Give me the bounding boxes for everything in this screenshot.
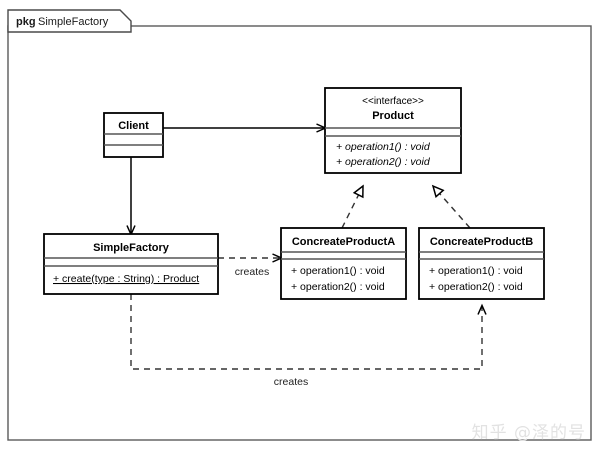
class-client[interactable]: Client xyxy=(103,112,164,158)
class-concreateproductb-operation: + operation2() : void xyxy=(429,281,523,293)
class-simplefactory-name: SimpleFactory xyxy=(93,242,170,254)
class-concreateproductb-operation: + operation1() : void xyxy=(429,265,523,277)
watermark: 知乎 @泽的号 xyxy=(471,423,586,443)
class-simplefactory[interactable]: SimpleFactory + create(type : String) : … xyxy=(43,233,219,295)
class-concreateproducta-operation: + operation2() : void xyxy=(291,281,385,293)
class-product-stereotype: <<interface>> xyxy=(362,96,424,107)
class-concreateproducta[interactable]: ConcreateProductA + operation1() : void … xyxy=(280,227,407,300)
edge-factory-creates-productb: creates xyxy=(130,294,487,388)
edge-line xyxy=(130,294,487,370)
class-concreateproductb[interactable]: ConcreateProductB + operation1() : void … xyxy=(418,227,545,300)
class-concreateproducta-operation: + operation1() : void xyxy=(291,265,385,277)
class-product-operation: + operation1() : void xyxy=(336,141,431,153)
edge-label-creates-b: creates xyxy=(274,376,308,388)
class-product-operation: + operation2() : void xyxy=(336,156,431,168)
edge-productb-realizes-product xyxy=(431,184,471,229)
edge-factory-creates-producta: creates xyxy=(218,253,284,278)
class-concreateproducta-name: ConcreateProductA xyxy=(292,236,395,248)
package-keyword: pkg xyxy=(16,16,36,28)
class-concreateproductb-name: ConcreateProductB xyxy=(430,236,533,248)
edge-line xyxy=(341,184,364,229)
class-simplefactory-operation: + create(type : String) : Product xyxy=(53,273,199,285)
edge-label-creates-a: creates xyxy=(235,266,269,278)
package-name: SimpleFactory xyxy=(38,16,109,28)
edge-line xyxy=(431,184,471,229)
class-product[interactable]: <<interface>> Product + operation1() : v… xyxy=(324,87,462,174)
class-product-name: Product xyxy=(372,110,414,122)
class-client-name: Client xyxy=(118,120,149,132)
edge-producta-realizes-product xyxy=(341,184,364,229)
